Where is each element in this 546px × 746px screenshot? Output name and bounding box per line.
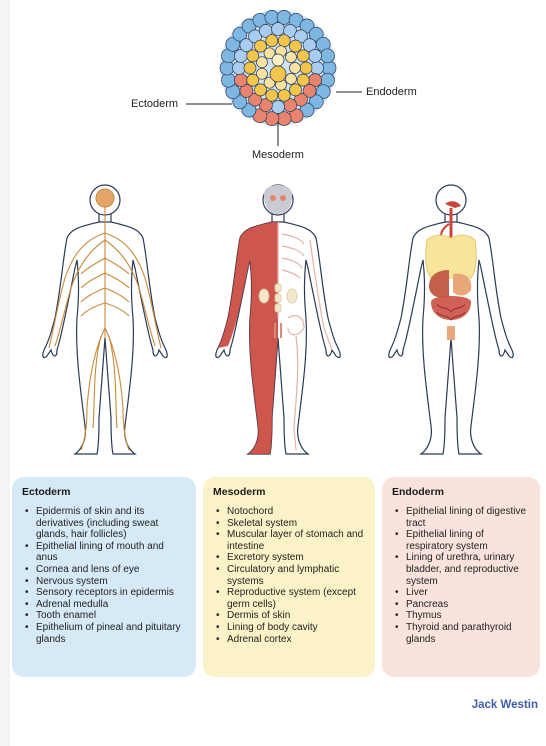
list-item: Epithelium of pineal and pituitary gland… xyxy=(22,622,186,645)
list-item: Epithelial lining of digestive tract xyxy=(392,506,530,529)
cell xyxy=(283,24,297,38)
list-item: Nervous system xyxy=(22,576,186,588)
cell xyxy=(277,34,291,48)
list-item: Lining of urethra, urinary bladder, and … xyxy=(392,552,530,587)
list-item: Adrenal cortex xyxy=(213,634,365,646)
cell xyxy=(296,49,310,63)
cell xyxy=(256,67,268,80)
cell xyxy=(219,60,235,76)
cell xyxy=(271,100,285,114)
cell xyxy=(254,39,267,53)
page: Ectoderm Endoderm Mesoderm xyxy=(10,0,546,746)
endoderm-figure xyxy=(388,184,514,455)
ectoderm-label: Ectoderm xyxy=(131,98,179,110)
cell xyxy=(299,18,315,34)
cell xyxy=(239,38,254,52)
cell xyxy=(302,38,317,52)
list-item: Epidermis of skin and its derivatives (i… xyxy=(22,506,186,541)
cell xyxy=(241,102,257,118)
endoderm-card: Endoderm Epithelial lining of digestive … xyxy=(382,477,540,677)
cell xyxy=(302,84,317,98)
brand-logo-text: Jack Westin xyxy=(471,699,538,711)
list-item: Sensory receptors in epidermis xyxy=(22,587,186,599)
cell xyxy=(254,83,267,97)
cell xyxy=(246,73,260,87)
list-item: Thyroid and parathyroid glands xyxy=(392,622,530,645)
cell xyxy=(259,98,273,112)
list-item: Epithelial lining of respiratory system xyxy=(392,529,530,552)
cell xyxy=(310,61,324,75)
list-item: Tooth enamel xyxy=(22,610,186,622)
list-item: Muscular layer of stomach and intestine xyxy=(213,529,365,552)
cell xyxy=(320,48,335,64)
cell xyxy=(246,49,260,63)
cell xyxy=(289,83,302,97)
cell xyxy=(239,84,254,98)
cell xyxy=(271,22,285,36)
cell xyxy=(308,94,324,110)
cell xyxy=(263,47,276,60)
list-item: Reproductive system (except germ cells) xyxy=(213,587,365,610)
cell xyxy=(299,61,313,75)
list-item: Lining of body cavity xyxy=(213,622,365,634)
mesoderm-label: Mesoderm xyxy=(252,149,304,161)
cell xyxy=(232,26,248,42)
cell xyxy=(285,73,297,85)
mesoderm-card-title: Mesoderm xyxy=(213,486,266,498)
ectoderm-figure xyxy=(42,184,168,455)
ectoderm-card-title: Ectoderm xyxy=(22,486,71,498)
cell xyxy=(232,61,246,75)
list-item: Cornea and lens of eye xyxy=(22,564,186,576)
cell xyxy=(232,94,248,110)
cell xyxy=(277,88,291,102)
ectoderm-list: Epidermis of skin and its derivatives (i… xyxy=(22,506,186,645)
cell xyxy=(308,49,322,63)
gastrula-diagram xyxy=(186,10,362,146)
cell xyxy=(308,26,324,42)
body-figures xyxy=(42,184,514,455)
cell xyxy=(234,73,248,87)
cell xyxy=(265,34,279,48)
list-item: Excretory system xyxy=(213,552,365,564)
endoderm-label: Endoderm xyxy=(366,86,417,98)
cell xyxy=(296,73,310,87)
cell xyxy=(285,51,297,63)
list-item: Dermis of skin xyxy=(213,610,365,622)
mesoderm-list: Notochord Skeletal system Muscular layer… xyxy=(213,506,365,645)
list-item: Epithelial lining of mouth and anus xyxy=(22,541,186,564)
cell xyxy=(256,56,268,69)
list-item: Thymus xyxy=(392,610,530,622)
endoderm-list: Epithelial lining of digestive tract Epi… xyxy=(392,506,530,645)
endoderm-card-title: Endoderm xyxy=(392,486,444,498)
mesoderm-figure xyxy=(215,184,341,455)
cell xyxy=(269,65,287,83)
cell xyxy=(289,62,301,74)
cell xyxy=(289,39,302,53)
cell xyxy=(265,88,279,102)
list-item: Circulatory and lymphatic systems xyxy=(213,564,365,587)
list-item: Adrenal medulla xyxy=(22,599,186,611)
cell xyxy=(243,61,257,75)
ectoderm-card: Ectoderm Epidermis of skin and its deriv… xyxy=(12,477,196,677)
list-item: Liver xyxy=(392,587,530,599)
cell xyxy=(221,72,236,88)
mesoderm-card: Mesoderm Notochord Skeletal system Muscu… xyxy=(203,477,375,677)
list-item: Pancreas xyxy=(392,599,530,611)
list-item: Skeletal system xyxy=(213,518,365,530)
list-item: Notochord xyxy=(213,506,365,518)
cell xyxy=(271,53,285,67)
cell xyxy=(321,60,337,76)
